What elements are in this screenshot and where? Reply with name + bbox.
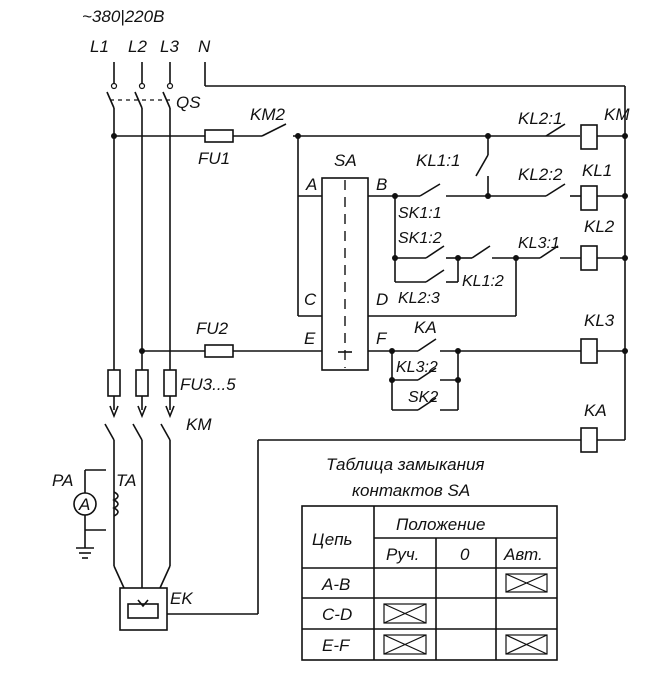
km-power-contacts bbox=[104, 423, 171, 589]
table-row-circuit-cd: C-D bbox=[322, 605, 352, 624]
table-row-circuit-ef: E-F bbox=[322, 636, 351, 655]
supply-voltage-label: ~380|220В bbox=[82, 7, 164, 26]
table-row-circuit-ab: A-B bbox=[321, 575, 350, 594]
coil-km-label: KM bbox=[604, 105, 630, 124]
km-power-label: KM bbox=[186, 415, 212, 434]
closure-cross-e-f-2 bbox=[505, 634, 548, 655]
kl1-2-label: KL1:2 bbox=[462, 273, 504, 290]
ka-branch bbox=[167, 427, 625, 615]
kl1-1-branch bbox=[395, 136, 625, 211]
fu2-branch bbox=[139, 338, 625, 411]
phase-l1-label: L1 bbox=[90, 37, 109, 56]
kl2-1-label: KL2:1 bbox=[518, 109, 562, 128]
sk1-2-label: SK1:2 bbox=[398, 230, 442, 247]
phase-n-label: N bbox=[198, 37, 211, 56]
fu3-5-fuses bbox=[107, 369, 177, 419]
sa-label: SA bbox=[334, 151, 357, 170]
km-branch bbox=[485, 123, 625, 150]
kl3-2-label: KL3:2 bbox=[396, 359, 438, 376]
sa-terminal-a: A bbox=[305, 175, 317, 194]
right-bus-nodes bbox=[622, 133, 628, 354]
coil-kl2-label: KL2 bbox=[584, 217, 615, 236]
closure-cross-a-b-2 bbox=[505, 573, 548, 593]
kl2-3-label: KL2:3 bbox=[398, 290, 440, 307]
measurement bbox=[73, 469, 119, 559]
sa-terminal-f: F bbox=[376, 329, 388, 348]
neutral-line bbox=[204, 62, 626, 440]
phase-l3-label: L3 bbox=[160, 37, 179, 56]
sa-table bbox=[301, 505, 558, 661]
sa-terminal-c: C bbox=[304, 290, 317, 309]
kl3-1-label: KL3:1 bbox=[518, 235, 560, 252]
pa-label: PA bbox=[52, 471, 73, 490]
table-position-auto: Авт. bbox=[503, 545, 543, 564]
ek-label: EK bbox=[170, 589, 193, 608]
ka-contact-label: KA bbox=[414, 318, 437, 337]
table-header-circuit: Цепь bbox=[312, 530, 352, 549]
coil-kl3-label: KL3 bbox=[584, 311, 615, 330]
ta-label: TA bbox=[116, 471, 136, 490]
table-position-manual: Руч. bbox=[386, 545, 419, 564]
sa-switch bbox=[321, 177, 369, 371]
table-title-line1: Таблица замыкания bbox=[326, 455, 485, 474]
closure-cross-e-f-0 bbox=[383, 634, 427, 655]
fu1-label: FU1 bbox=[198, 149, 230, 168]
km2-label: KM2 bbox=[250, 105, 286, 124]
sk1-1-label: SK1:1 bbox=[398, 205, 442, 222]
sa-terminal-d: D bbox=[376, 290, 388, 309]
fu3-5-label: FU3...5 bbox=[180, 375, 236, 394]
sa-terminal-b: B bbox=[376, 175, 387, 194]
kl2-2-label: KL2:2 bbox=[518, 165, 563, 184]
table-title-line2: контактов SA bbox=[352, 481, 470, 500]
table-header-position: Положение bbox=[396, 515, 485, 534]
qs-label: QS bbox=[176, 93, 201, 112]
phase-l2-label: L2 bbox=[128, 37, 147, 56]
ammeter-symbol: A bbox=[78, 495, 90, 514]
table-position-zero: 0 bbox=[460, 545, 470, 564]
fu2-label: FU2 bbox=[196, 319, 229, 338]
phase-lines bbox=[106, 62, 174, 370]
table-closure-marks bbox=[383, 573, 548, 655]
coil-ka-label: KA bbox=[584, 401, 607, 420]
sa-terminal-e: E bbox=[304, 329, 316, 348]
control-bus bbox=[111, 123, 580, 143]
ek-heater bbox=[119, 587, 168, 631]
coil-kl1-label: KL1 bbox=[582, 161, 612, 180]
kl1-1-label: KL1:1 bbox=[416, 151, 460, 170]
sk2-label: SK2 bbox=[408, 389, 438, 406]
kl2-branch bbox=[394, 245, 625, 283]
sa-wiring bbox=[297, 136, 517, 317]
closure-cross-c-d-0 bbox=[383, 603, 427, 624]
